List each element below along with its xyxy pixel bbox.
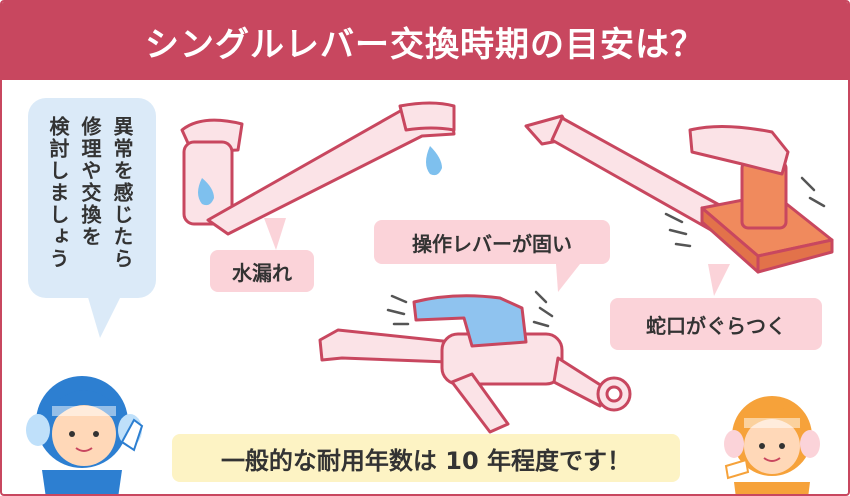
lifespan-footer-text: 一般的な耐用年数は 10 年程度です！ (220, 446, 632, 475)
water-drop-icon (426, 146, 442, 176)
leak-bubble-tail (264, 218, 286, 250)
wobbly-bubble-tail (708, 264, 730, 296)
wobbly-faucet-label: 蛇口がぐらつく (610, 298, 822, 350)
advice-text-line-2: 修理や交換を (78, 116, 102, 248)
leak-label-text: 水漏れ (232, 260, 292, 285)
wobbly-faucet-illustration (524, 114, 834, 274)
advice-bubble: 異常を感じたら 修理や交換を 検討しましょう (28, 98, 156, 298)
shake-lines-icon (386, 290, 554, 328)
stiff-lever-label-text: 操作レバーが固い (412, 231, 572, 256)
mascot-left-avatar (26, 376, 144, 494)
lifespan-footer: 一般的な耐用年数は 10 年程度です！ (172, 434, 680, 482)
water-drop-icon (198, 178, 214, 206)
stiff-bubble-tail (556, 264, 580, 292)
advice-text-line-1: 異常を感じたら (110, 116, 134, 270)
mascot-right-avatar (724, 396, 820, 494)
advice-text-line-3: 検討しましょう (46, 116, 70, 270)
advice-bubble-tail (87, 294, 122, 338)
wobbly-faucet-label-text: 蛇口がぐらつく (646, 313, 786, 338)
shake-lines-icon (664, 176, 826, 248)
lever-handle (412, 294, 528, 348)
leaking-faucet-illustration (180, 101, 456, 236)
title-bar: シングルレバー交換時期の目安は？ (2, 2, 848, 80)
leak-label: 水漏れ (210, 250, 314, 292)
stiff-lever-label: 操作レバーが固い (374, 220, 610, 264)
page-title: シングルレバー交換時期の目安は？ (145, 24, 705, 65)
